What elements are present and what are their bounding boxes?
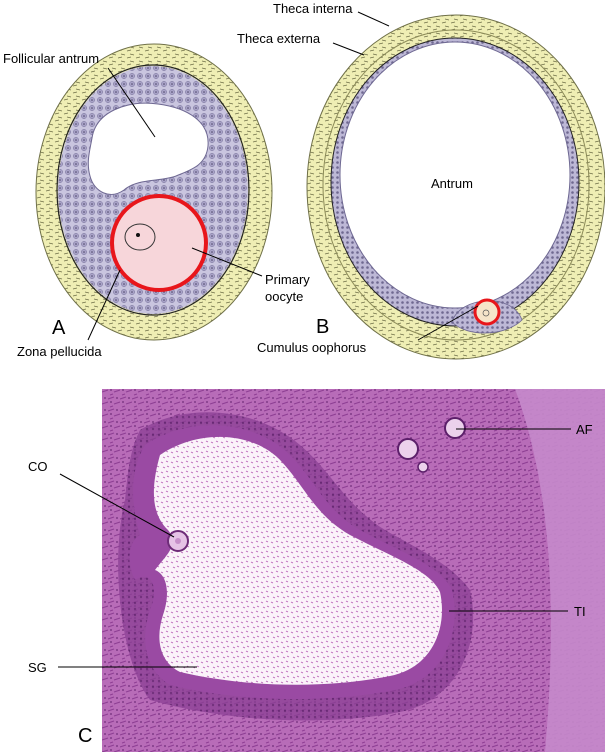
atretic-follicle-2 [397, 438, 419, 460]
antrum-cavity-b [339, 41, 571, 309]
panel-b: Theca interna Theca externa Antrum Cumul… [237, 1, 605, 360]
panel-c: CO AF TI SG C [28, 389, 605, 752]
antrum-fluid-c [153, 436, 442, 685]
panel-a: Follicular antrum Primary oocyte Zona pe… [3, 43, 310, 359]
panel-letter-c: C [78, 725, 92, 747]
leader-cumulus-oophorus [417, 305, 479, 341]
follicular-antrum-cavity [87, 102, 209, 195]
atretic-follicle-1 [444, 417, 466, 439]
label-af: AF [576, 422, 593, 437]
label-cumulus-oophorus: Cumulus oophorus [257, 340, 367, 355]
leader-primary-oocyte [191, 247, 263, 277]
panel-letter-a: A [52, 317, 66, 339]
label-primary-oocyte-line2: oocyte [265, 289, 303, 304]
histology-micrograph [102, 389, 605, 752]
panel-letter-b: B [316, 316, 329, 338]
label-zona-pellucida: Zona pellucida [17, 344, 102, 359]
leader-follicular-antrum [107, 67, 156, 138]
ovarian-surface-edge [515, 389, 605, 752]
theca-interna-b [322, 29, 590, 341]
leader-co [59, 473, 175, 538]
zona-pellucida-ring-a [110, 194, 208, 292]
leader-theca-externa [332, 42, 365, 56]
oocyte-nucleus-c [175, 538, 181, 544]
atretic-follicle-3 [417, 461, 429, 473]
label-theca-externa: Theca externa [237, 31, 321, 46]
oocyte-nucleus-a [124, 223, 156, 251]
label-sg: SG [28, 660, 47, 675]
label-antrum: Antrum [431, 176, 473, 191]
label-theca-interna: Theca interna [273, 1, 353, 16]
leader-zona-pellucida [87, 269, 121, 341]
oocyte-nucleus-b [482, 309, 490, 317]
label-follicular-antrum: Follicular antrum [3, 51, 99, 66]
nucleolus-a [136, 233, 140, 237]
label-primary-oocyte-line1: Primary [265, 272, 310, 287]
leader-theca-interna [357, 11, 390, 27]
basement-membrane-a [56, 64, 250, 316]
label-co: CO [28, 459, 48, 474]
zona-pellucida-ring-b [473, 298, 501, 326]
label-ti: TI [574, 604, 586, 619]
